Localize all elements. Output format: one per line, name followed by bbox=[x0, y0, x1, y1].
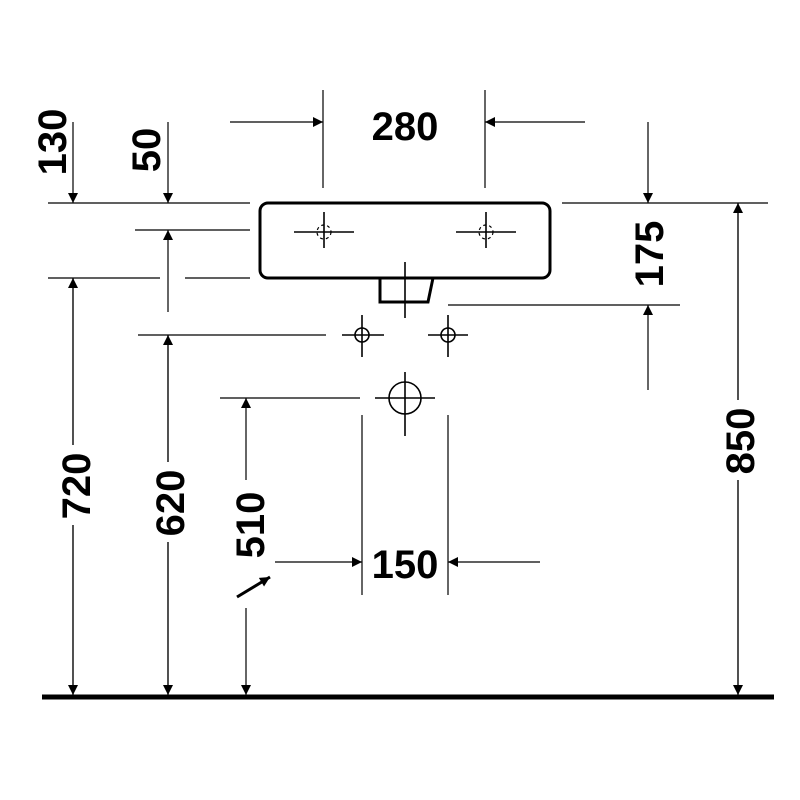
dimension-280: 280 bbox=[230, 90, 585, 188]
label-280: 280 bbox=[372, 105, 439, 149]
dimension-850: 850 bbox=[719, 203, 763, 695]
dimension-130: 130 bbox=[31, 109, 78, 203]
dimension-720: 720 bbox=[55, 278, 99, 695]
dimension-175: 175 bbox=[628, 122, 672, 390]
pointer-arrow-icon bbox=[236, 575, 271, 599]
label-720: 720 bbox=[55, 453, 99, 520]
dimension-510: 510 bbox=[229, 398, 273, 695]
right-supply-connection-icon bbox=[428, 315, 468, 357]
label-150: 150 bbox=[372, 543, 439, 587]
right-tap-hole-icon bbox=[456, 212, 516, 248]
dimension-150: 150 bbox=[275, 543, 540, 587]
label-175: 175 bbox=[628, 221, 672, 288]
dimension-620: 620 bbox=[149, 335, 193, 695]
label-510: 510 bbox=[229, 492, 273, 559]
basin-outline bbox=[258, 201, 552, 318]
waste-connection-icon bbox=[375, 372, 435, 436]
label-850: 850 bbox=[719, 408, 763, 475]
label-50: 50 bbox=[125, 128, 169, 173]
label-130: 130 bbox=[31, 109, 75, 176]
label-620: 620 bbox=[149, 470, 193, 537]
left-supply-connection-icon bbox=[342, 315, 384, 357]
dimension-50: 50 bbox=[125, 122, 173, 312]
left-tap-hole-icon bbox=[294, 212, 354, 248]
extension-lines bbox=[48, 202, 768, 595]
